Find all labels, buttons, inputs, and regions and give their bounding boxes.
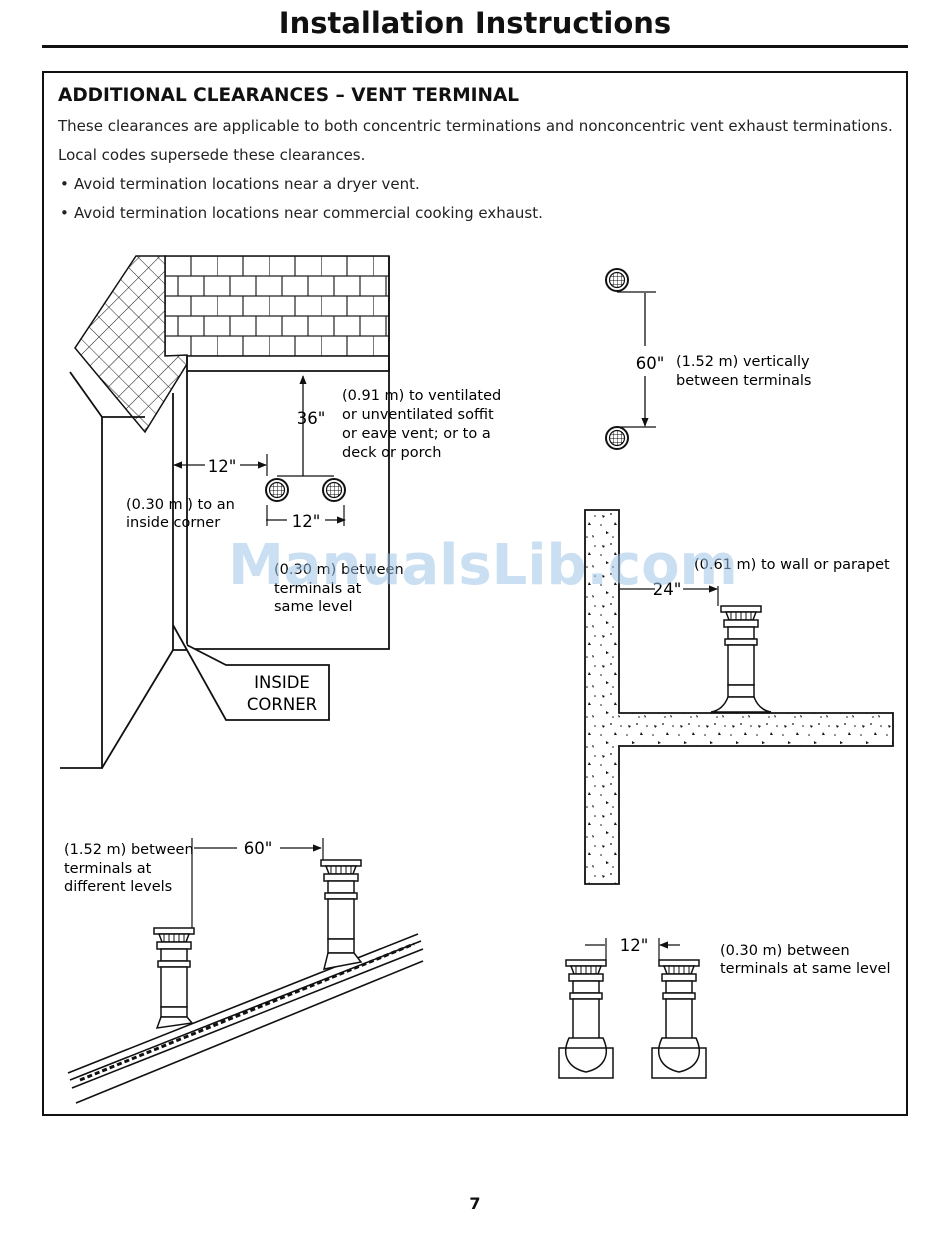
same-level-text-2: terminals at same level [720, 961, 891, 977]
soffit-text-2: or unventilated soffit [342, 407, 494, 423]
section-heading: ADDITIONAL CLEARANCES – VENT TERMINAL [58, 85, 520, 106]
inside-corner-callout [172, 624, 330, 721]
soffit-text-1: (0.91 m) to ventilated [342, 388, 501, 404]
same-level-diagram [558, 938, 707, 1079]
soffit-text-4: deck or porch [342, 445, 441, 461]
vent-terminal-roof [710, 605, 772, 713]
vent-terminal-right [322, 478, 346, 502]
corner-text-1: (0.30 m ) to an [126, 497, 235, 513]
vertical-clearance-diagram [605, 268, 656, 450]
between-text-1: (0.30 m) between [274, 562, 404, 578]
dim-24-label: 24" [653, 580, 682, 599]
vertical-text-2: between terminals [676, 373, 811, 389]
dim-12-same-level-label: 12" [620, 936, 649, 955]
vent-terminal-a [558, 959, 614, 1079]
dim-12-between-label: 12" [292, 512, 321, 531]
dim-60-vertical-label: 60" [636, 354, 665, 373]
vent-terminal-upper [605, 268, 629, 292]
bullet-dot: • [60, 175, 69, 193]
watermark: ManualsLib.com [228, 533, 738, 598]
bullet-dot: • [60, 204, 69, 222]
page-number: 7 [469, 1194, 481, 1213]
page-title: Installation Instructions [278, 6, 672, 40]
parapet-text: (0.61 m) to wall or parapet [694, 557, 890, 573]
intro-paragraph: These clearances are applicable to both … [58, 117, 893, 135]
sloped-roof-diagram [67, 838, 424, 1104]
between-text-3: same level [274, 599, 353, 615]
content-frame [42, 71, 908, 1116]
vent-terminal-high [320, 859, 363, 970]
dim-12-corner-label: 12" [208, 457, 237, 476]
vent-terminal-left [265, 478, 289, 502]
vent-terminal-low [153, 927, 195, 1029]
roof-text-3: different levels [64, 879, 172, 895]
vent-terminal-b [651, 959, 707, 1079]
bullet-dryer-vent: • Avoid termination locations near a drye… [60, 175, 420, 193]
between-text-2: terminals at [274, 581, 362, 597]
parapet-clearance-diagram [584, 509, 894, 885]
local-codes-note: Local codes supersede these clearances. [58, 146, 366, 164]
corner-text-2: inside corner [126, 515, 220, 531]
vertical-text-1: (1.52 m) vertically [676, 354, 810, 370]
vent-terminal-lower [605, 426, 629, 450]
bullet-text: Avoid termination locations near commerc… [74, 204, 543, 222]
inside-corner-label-2: CORNER [247, 695, 317, 714]
roof-text-1: (1.52 m) between [64, 842, 194, 858]
concrete-wall-and-roof [584, 509, 894, 885]
roof-text-2: terminals at [64, 861, 152, 877]
bullet-cooking-exhaust: • Avoid termination locations near commer… [60, 204, 543, 222]
brick-wall [164, 255, 390, 357]
dim-60-roof-label: 60" [244, 839, 273, 858]
shingle-roof [74, 255, 188, 434]
dim-36-label: 36" [297, 409, 326, 428]
inside-corner-label-1: INSIDE [254, 673, 310, 692]
bullet-text: Avoid termination locations near a dryer… [74, 175, 420, 193]
soffit-text-3: or eave vent; or to a [342, 426, 491, 442]
wall-clearance-diagram [60, 255, 390, 769]
same-level-text-1: (0.30 m) between [720, 943, 850, 959]
title-rule [42, 45, 908, 48]
